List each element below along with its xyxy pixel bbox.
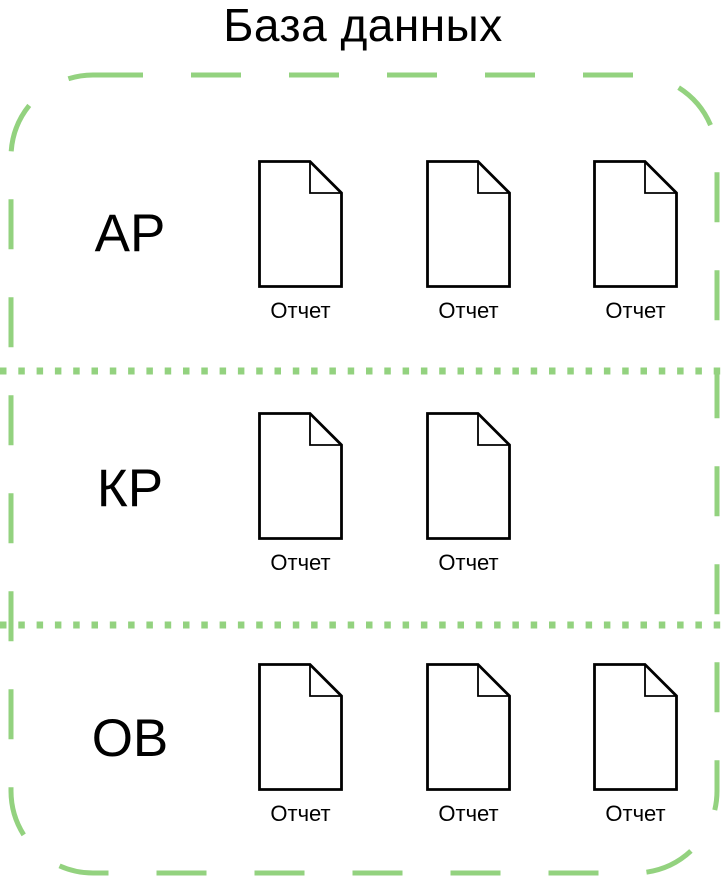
document: Отчет bbox=[426, 160, 511, 330]
row-label-ar: АР bbox=[94, 204, 166, 263]
document-icon bbox=[258, 412, 343, 540]
document-label: Отчет bbox=[605, 801, 666, 826]
document-icon bbox=[593, 663, 678, 791]
document-icon bbox=[426, 663, 511, 791]
document-icon bbox=[426, 412, 511, 540]
dashed-border bbox=[8, 72, 720, 876]
document-label: Отчет bbox=[438, 801, 499, 826]
document-label: Отчет bbox=[270, 298, 331, 323]
document: Отчет bbox=[426, 412, 511, 582]
row-label-kr: КР bbox=[96, 459, 164, 518]
document: Отчет bbox=[258, 160, 343, 330]
document-label: Отчет bbox=[605, 298, 666, 323]
document-icon bbox=[426, 160, 511, 288]
document-label: Отчет bbox=[438, 298, 499, 323]
document-icon bbox=[593, 160, 678, 288]
document-icon bbox=[258, 160, 343, 288]
document-label: Отчет bbox=[438, 550, 499, 575]
document-label: Отчет bbox=[270, 550, 331, 575]
row-label-ov: ОВ bbox=[91, 709, 169, 768]
document: Отчет bbox=[258, 412, 343, 582]
document: Отчет bbox=[593, 160, 678, 330]
document: Отчет bbox=[258, 663, 343, 833]
document: Отчет bbox=[426, 663, 511, 833]
diagram-title: База данных bbox=[223, 0, 503, 51]
document-label: Отчет bbox=[270, 801, 331, 826]
document: Отчет bbox=[593, 663, 678, 833]
document-icon bbox=[258, 663, 343, 791]
